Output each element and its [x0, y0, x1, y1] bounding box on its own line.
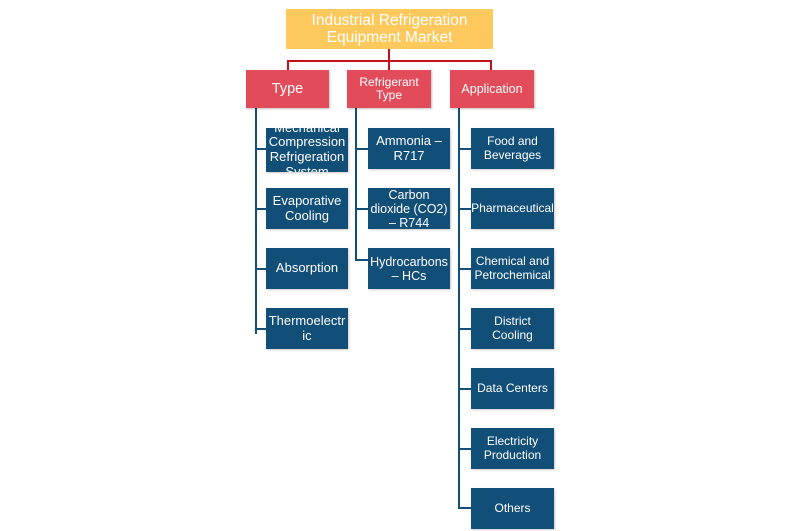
application-branch-7 [458, 507, 471, 509]
application-item-chemical-petrochemical: Chemical and Petrochemical [471, 248, 554, 289]
leaf-label: Ammonia – R717 [376, 132, 442, 163]
leaf-label: Absorption [275, 260, 339, 276]
type-branch-3 [255, 268, 266, 270]
refrigerant-branch-2 [355, 208, 368, 210]
application-branch-4 [458, 328, 471, 330]
type-branch-4 [255, 328, 266, 330]
type-branch-2 [255, 208, 266, 210]
leaf-label: Mechanical Compression Refrigeration Sys… [268, 128, 346, 172]
category-type: Type [246, 70, 329, 108]
application-item-pharmaceutical: Pharmaceutical [471, 188, 554, 229]
application-connector [490, 60, 492, 70]
root-connector-stem [388, 49, 390, 61]
application-spine [458, 108, 460, 509]
leaf-label: Hydrocarbons – HCs [370, 254, 448, 283]
root-node: Industrial Refrigeration Equipment Marke… [286, 9, 493, 49]
application-branch-3 [458, 268, 471, 270]
category-label: Refrigerant Type [359, 74, 419, 102]
application-item-data-centers: Data Centers [471, 368, 554, 409]
refrigerant-item-carbon-dioxide: Carbon dioxide (CO2) – R744 [368, 188, 450, 229]
root-title: Industrial Refrigeration Equipment Marke… [311, 11, 468, 46]
category-refrigerant-type: Refrigerant Type [347, 70, 431, 108]
category-application: Application [450, 70, 534, 108]
leaf-label: Food and Beverages [483, 134, 542, 162]
leaf-label: Data Centers [477, 380, 548, 395]
leaf-label: Others [494, 500, 531, 515]
type-item-mechanical-compression: Mechanical Compression Refrigeration Sys… [266, 128, 348, 172]
application-item-food-beverages: Food and Beverages [471, 128, 554, 169]
application-item-district-cooling: District Cooling [471, 308, 554, 349]
leaf-label: Thermoelectric [268, 312, 346, 343]
leaf-label: Pharmaceutical [471, 200, 554, 215]
refrigerant-branch-3 [355, 259, 368, 261]
refrigerant-branch-1 [355, 148, 368, 150]
refrigerant-item-ammonia: Ammonia – R717 [368, 128, 450, 169]
application-item-electricity-production: Electricity Production [471, 428, 554, 469]
category-label: Application [461, 82, 523, 96]
type-item-evaporative-cooling: Evaporative Cooling [266, 188, 348, 229]
application-branch-1 [458, 148, 471, 150]
type-connector [287, 60, 289, 70]
leaf-label: Electricity Production [483, 434, 542, 462]
leaf-label: District Cooling [492, 314, 533, 342]
leaf-label: Carbon dioxide (CO2) – R744 [370, 188, 448, 229]
refrigerant-item-hydrocarbons: Hydrocarbons – HCs [368, 248, 450, 289]
application-item-others: Others [471, 488, 554, 529]
refrigerant-type-connector [388, 60, 390, 70]
type-branch-1 [255, 148, 266, 150]
leaf-label: Evaporative Cooling [272, 192, 342, 223]
category-label: Type [271, 80, 304, 97]
application-branch-5 [458, 388, 471, 390]
type-item-absorption: Absorption [266, 248, 348, 289]
leaf-label: Chemical and Petrochemical [474, 254, 551, 282]
type-spine [255, 108, 257, 334]
type-item-thermoelectric: Thermoelectric [266, 308, 348, 349]
refrigerant-type-spine [355, 108, 357, 261]
application-branch-2 [458, 208, 471, 210]
application-branch-6 [458, 448, 471, 450]
